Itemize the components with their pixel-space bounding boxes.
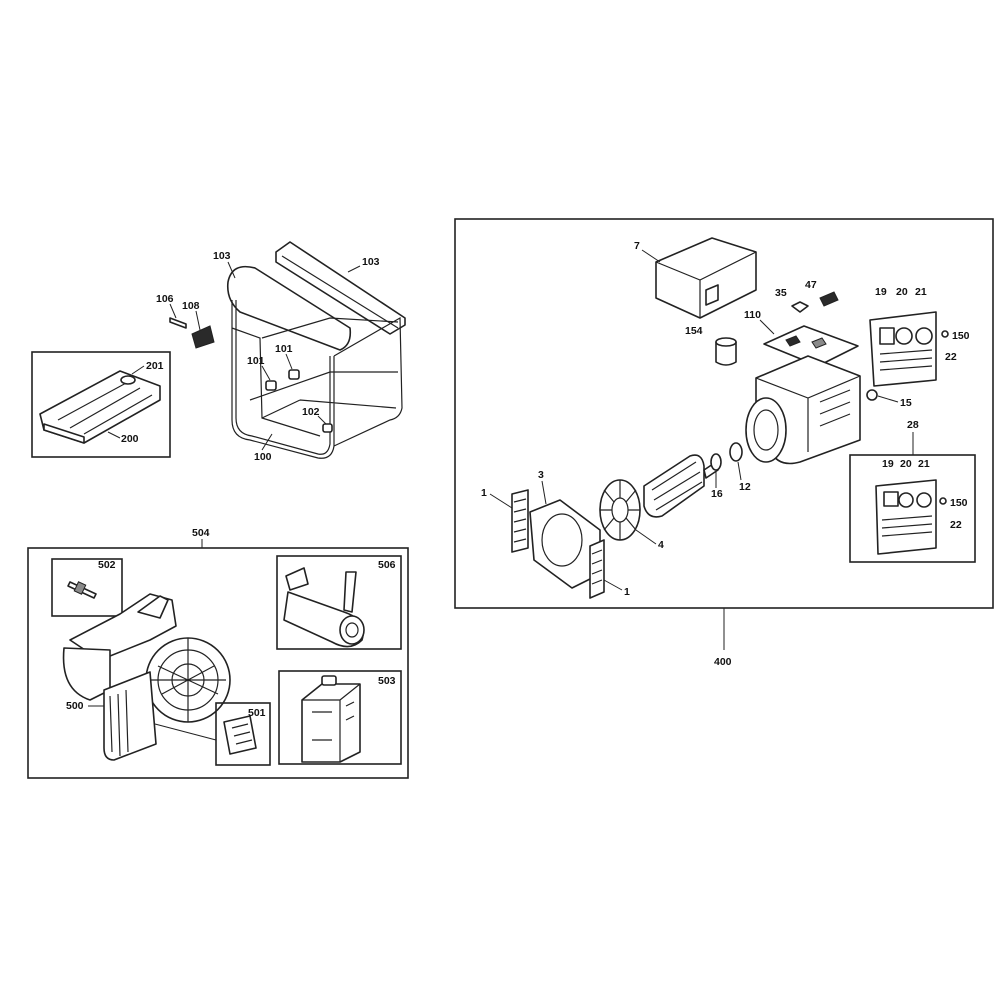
muffler-box — [276, 555, 402, 650]
callout-clip: 106 — [156, 293, 174, 305]
tray-part — [39, 370, 161, 444]
oil-bottle — [301, 675, 361, 763]
callout-item-15: 15 — [900, 397, 912, 409]
callout-alternator-assembly: 400 — [714, 656, 732, 668]
control-panel-upper — [869, 311, 937, 387]
callout-item-20a: 20 — [896, 286, 908, 298]
cover — [655, 237, 757, 319]
callout-item-150a: 150 — [952, 330, 970, 342]
callout-item-21b: 21 — [918, 458, 930, 470]
callout-fan: 4 — [658, 539, 664, 551]
foot-left — [265, 380, 277, 391]
callout-grille-left: 1 — [481, 487, 487, 499]
item-15 — [866, 389, 878, 401]
engine-assembly-group: 504 502 500 501 — [27, 527, 409, 779]
foot-right — [288, 369, 300, 380]
callout-item-35: 35 — [775, 287, 787, 299]
callout-cover: 7 — [634, 240, 640, 252]
callout-end-bracket: 3 — [538, 469, 544, 481]
callout-engine-assembly: 504 — [192, 527, 210, 539]
grille-left — [511, 489, 529, 553]
callout-item-19b: 19 — [882, 458, 894, 470]
item-150b — [939, 497, 947, 505]
callout-item-47: 47 — [805, 279, 817, 291]
control-panel-lower — [875, 479, 937, 555]
end-bracket — [529, 499, 601, 589]
frame-cover-left — [226, 265, 352, 351]
callout-muffler: 506 — [378, 559, 396, 571]
callout-frame-cover-right: 103 — [362, 256, 380, 268]
item-47 — [819, 291, 839, 307]
callout-item-154: 154 — [685, 325, 703, 337]
frame-cover-right — [275, 241, 406, 335]
callout-foot-right: 101 — [275, 343, 293, 355]
callout-item-20b: 20 — [900, 458, 912, 470]
bracket — [191, 325, 215, 349]
item-35 — [791, 301, 809, 313]
tray-box — [31, 351, 171, 458]
callout-tray-part: 201 — [146, 360, 164, 372]
callout-frame: 100 — [254, 451, 272, 463]
fan — [599, 479, 641, 541]
clip — [169, 317, 187, 329]
alternator-assembly-group: 400 7 35 47 154 110 — [454, 218, 994, 668]
spark-plug — [67, 581, 97, 599]
item-150a — [941, 330, 949, 338]
grille-right — [589, 539, 605, 599]
alternator-housing — [745, 355, 861, 465]
callout-item-150b: 150 — [950, 497, 968, 509]
air-filter-box — [215, 702, 271, 766]
engine-assembly-box — [27, 547, 409, 779]
muffler — [283, 567, 365, 648]
callout-air-filter: 501 — [248, 707, 266, 719]
callout-item-110: 110 — [744, 309, 761, 321]
frame-group — [169, 241, 406, 459]
rotor — [643, 454, 719, 518]
callout-oil-bottle: 503 — [378, 675, 396, 687]
callout-panel-assembly: 28 — [907, 419, 919, 431]
callout-engine: 500 — [66, 700, 84, 712]
air-filter — [223, 715, 257, 755]
callout-grille-right: 1 — [624, 586, 630, 598]
engine — [62, 593, 231, 761]
callout-bearing: 16 — [711, 488, 723, 500]
oil-bottle-box — [278, 670, 402, 765]
callout-item-22b: 22 — [950, 519, 962, 531]
callout-spark-plug: 502 — [98, 559, 116, 571]
callout-item-22a: 22 — [945, 351, 957, 363]
ring — [729, 442, 743, 462]
callout-ring: 12 — [739, 481, 751, 493]
callout-bracket: 108 — [182, 300, 200, 312]
callout-frame-cover-left: 103 — [213, 250, 231, 262]
callout-foot-left: 101 — [247, 355, 265, 367]
bearing — [710, 453, 722, 471]
callout-mount: 102 — [302, 406, 320, 418]
spark-plug-box — [51, 558, 123, 617]
mount — [322, 423, 333, 433]
tray-group: 201 200 — [31, 351, 171, 458]
callout-item-19a: 19 — [875, 286, 887, 298]
item-154 — [715, 337, 737, 366]
callout-tray: 200 — [121, 433, 139, 445]
callout-item-21a: 21 — [915, 286, 927, 298]
